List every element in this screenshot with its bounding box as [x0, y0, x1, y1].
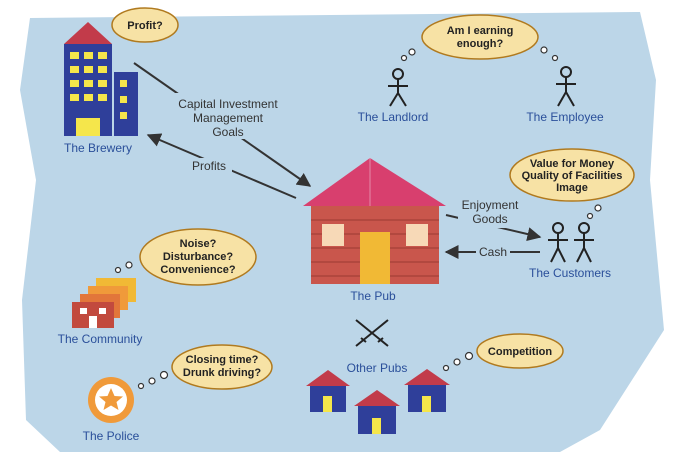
community-label: The Community — [58, 332, 143, 346]
crossed-swords-icon — [355, 319, 389, 347]
small-house-icon — [354, 390, 400, 434]
police-thought-dots — [137, 370, 169, 390]
small-house-icon — [306, 370, 350, 412]
community-thought-dots — [114, 261, 133, 274]
brewery-goals-line-1: Capital Investment — [178, 97, 278, 111]
customers-label: The Customers — [529, 266, 611, 280]
police-thought-bubble: Closing time? Drunk driving? — [171, 344, 273, 390]
customers-bubble-line-2: Quality of Facilities — [522, 170, 623, 182]
employee-thought-dots — [540, 46, 559, 62]
other-pubs-thought-bubble: Competition — [476, 333, 564, 369]
brewery-label: The Brewery — [64, 141, 132, 155]
pub-house-icon — [303, 158, 446, 284]
brewery-thought-bubble: Profit? — [111, 7, 179, 43]
landlord-label: The Landlord — [358, 110, 429, 124]
employee-thought-bubble: Am I earning enough? — [421, 14, 539, 60]
other-pubs-bubble-text: Competition — [488, 346, 552, 358]
customers-stick-figures-icon — [548, 222, 594, 263]
other-pubs-thought-dots — [442, 351, 474, 372]
employee-label: The Employee — [526, 110, 604, 124]
community-bubble-line-3: Convenience? — [160, 264, 235, 276]
customers-bubble-line-3: Image — [556, 182, 588, 194]
police-label: The Police — [83, 429, 140, 443]
other-pubs-label: Other Pubs — [347, 361, 408, 375]
community-houses-icon — [72, 278, 136, 328]
brewery-goals-line-2: Management — [193, 111, 264, 125]
community-thought-bubble: Noise? Disturbance? Convenience? — [139, 228, 257, 286]
enjoyment-label: Enjoyment — [462, 198, 519, 212]
brewery-building-icon — [64, 22, 138, 136]
cash-label: Cash — [479, 245, 507, 259]
community-bubble-line-1: Noise? — [180, 238, 217, 250]
customers-thought-dots — [586, 204, 602, 220]
customers-thought-bubble: Value for Money Quality of Facilities Im… — [509, 148, 635, 202]
brewery-goals-line-3: Goals — [212, 125, 243, 139]
employee-stick-figure-icon — [556, 66, 576, 107]
profits-label: Profits — [192, 159, 226, 173]
police-badge-icon — [88, 377, 134, 423]
goods-label: Goods — [472, 212, 507, 226]
brewery-bubble-text: Profit? — [127, 20, 163, 32]
customers-bubble-line-1: Value for Money — [530, 158, 615, 170]
employee-bubble-line-1: Am I earning — [447, 25, 514, 37]
employee-bubble-line-2: enough? — [457, 38, 504, 50]
landlord-stick-figure-icon — [388, 68, 408, 107]
community-bubble-line-2: Disturbance? — [163, 251, 234, 263]
small-house-icon — [404, 369, 450, 412]
landlord-thought-dots — [400, 48, 416, 62]
police-bubble-line-1: Closing time? — [186, 354, 259, 366]
police-bubble-line-2: Drunk driving? — [183, 367, 262, 379]
pub-label: The Pub — [350, 289, 396, 303]
